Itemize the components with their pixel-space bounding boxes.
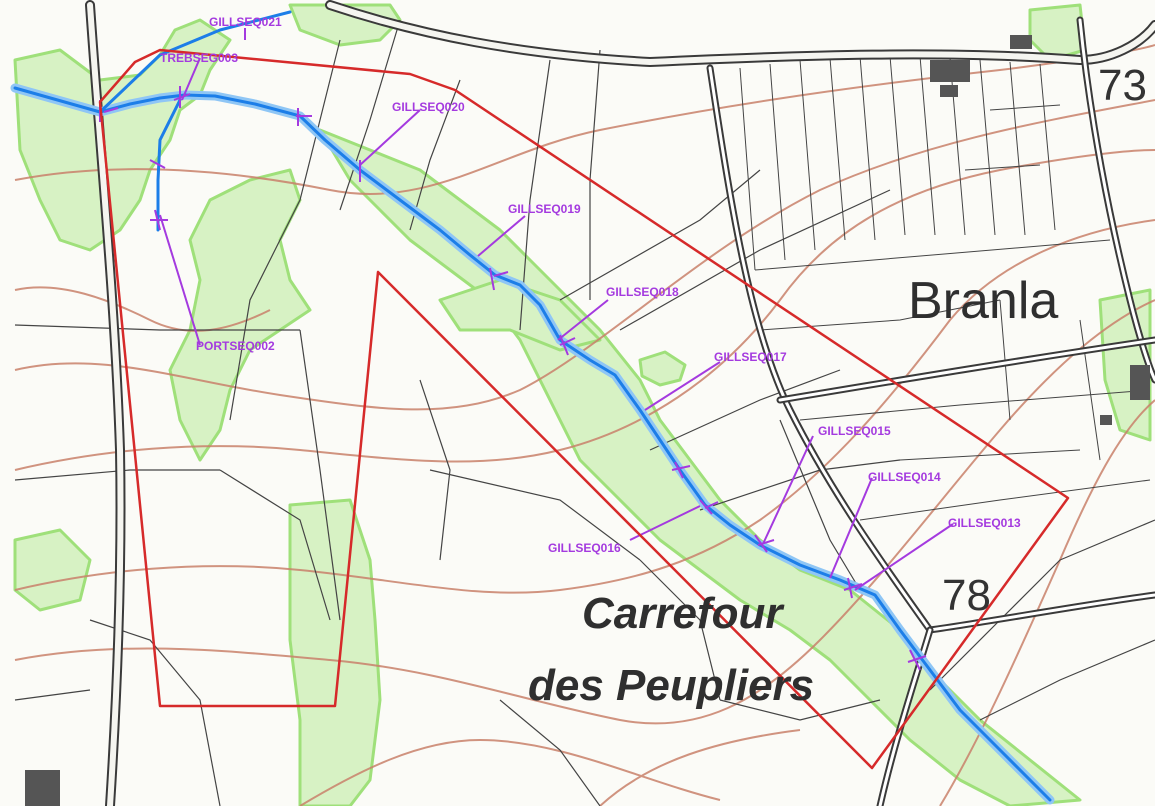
stream-main-channel <box>13 86 1052 802</box>
stream <box>10 10 1055 805</box>
segment-label-gillseq015[interactable]: GILLSEQ015 <box>818 424 891 438</box>
buildings <box>25 35 1150 806</box>
building <box>940 85 958 97</box>
segment-labels: GILLSEQ021 TREBSEG003 GILLSEQ020 GILLSEQ… <box>160 15 1021 555</box>
segment-label-gillseq016[interactable]: GILLSEQ016 <box>548 541 621 555</box>
building <box>1010 35 1032 49</box>
segment-label-trebseg003[interactable]: TREBSEG003 <box>160 51 238 65</box>
segment-label-portseq002[interactable]: PORTSEQ002 <box>196 339 275 353</box>
place-number-78: 78 <box>942 571 991 620</box>
segment-ticks <box>99 86 927 671</box>
contour-lines <box>14 44 1155 806</box>
woodland-pond <box>638 350 687 387</box>
stream-west-loop <box>156 98 182 232</box>
field-strips <box>739 55 1151 521</box>
building <box>1100 415 1112 425</box>
place-number-73: 73 <box>1098 61 1147 110</box>
woodland-central-west <box>168 168 312 462</box>
study-area-boundary <box>98 48 1070 770</box>
building <box>930 60 970 82</box>
segment-label-gillseq018[interactable]: GILLSEQ018 <box>606 285 679 299</box>
woodland-areas <box>13 3 1152 806</box>
place-label-carrefour: Carrefour <box>582 589 785 638</box>
segment-label-gillseq021[interactable]: GILLSEQ021 <box>209 15 282 29</box>
woodland-lower-left <box>13 528 92 612</box>
place-label-des-peupliers: des Peupliers <box>528 661 814 710</box>
segment-label-gillseq020[interactable]: GILLSEQ020 <box>392 100 465 114</box>
roads <box>85 0 1155 806</box>
segment-label-gillseq017[interactable]: GILLSEQ017 <box>714 350 787 364</box>
segment-label-gillseq019[interactable]: GILLSEQ019 <box>508 202 581 216</box>
segment-label-gillseq014[interactable]: GILLSEQ014 <box>868 470 941 484</box>
segment-label-gillseq013[interactable]: GILLSEQ013 <box>948 516 1021 530</box>
stream-north-tributary <box>98 10 292 114</box>
building <box>1130 365 1150 400</box>
building <box>25 770 60 806</box>
woodland-northeast-corner <box>1028 3 1087 62</box>
place-label-branla: Branla <box>908 272 1058 330</box>
segment-leaders <box>159 28 954 591</box>
woodland-south-strip <box>288 498 382 806</box>
